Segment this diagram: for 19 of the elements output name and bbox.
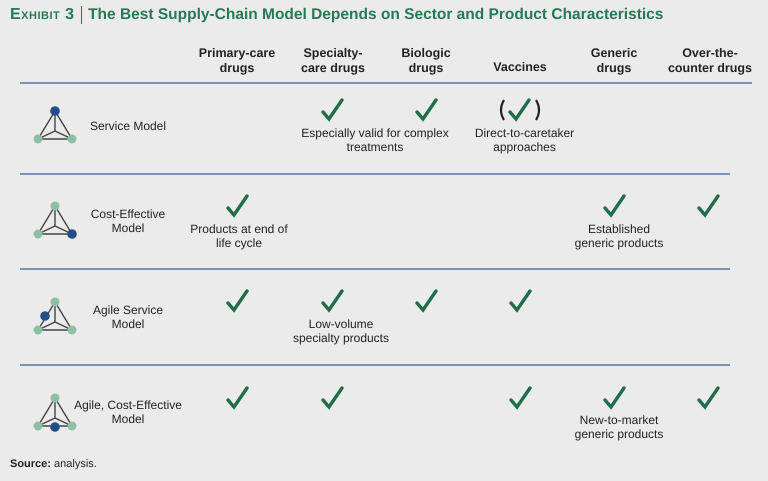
row-header: Cost-Effective Model	[90, 207, 166, 236]
row-header: Service Model	[88, 119, 168, 134]
column-header: Biologic drugs	[400, 46, 452, 76]
row-header: Agile, Cost-Effective Model	[73, 398, 183, 427]
note-text: Low-volume specialty products	[292, 317, 390, 346]
note-text: Products at end of life cycle	[189, 222, 289, 251]
row-header: Agile Service Model	[92, 303, 164, 332]
column-header: Generic drugs	[590, 46, 638, 76]
note-text: New-to-market generic products	[574, 413, 664, 442]
column-header: Primary-care drugs	[198, 46, 276, 76]
exhibit-number: Exhibit 3	[10, 6, 75, 24]
source-note: Source: analysis.	[10, 458, 97, 470]
column-header: Vaccines	[492, 60, 548, 75]
column-header: Specialty-care drugs	[300, 46, 366, 76]
note-text: Especially valid for complex treatments	[300, 126, 450, 155]
column-header: Over-the-counter drugs	[666, 46, 754, 76]
title: The Best Supply-Chain Model Depends on Sector and Product Characteristics	[88, 6, 664, 24]
note-text: Established generic products	[574, 222, 664, 251]
note-text: Direct-to-caretaker approaches	[474, 126, 576, 155]
